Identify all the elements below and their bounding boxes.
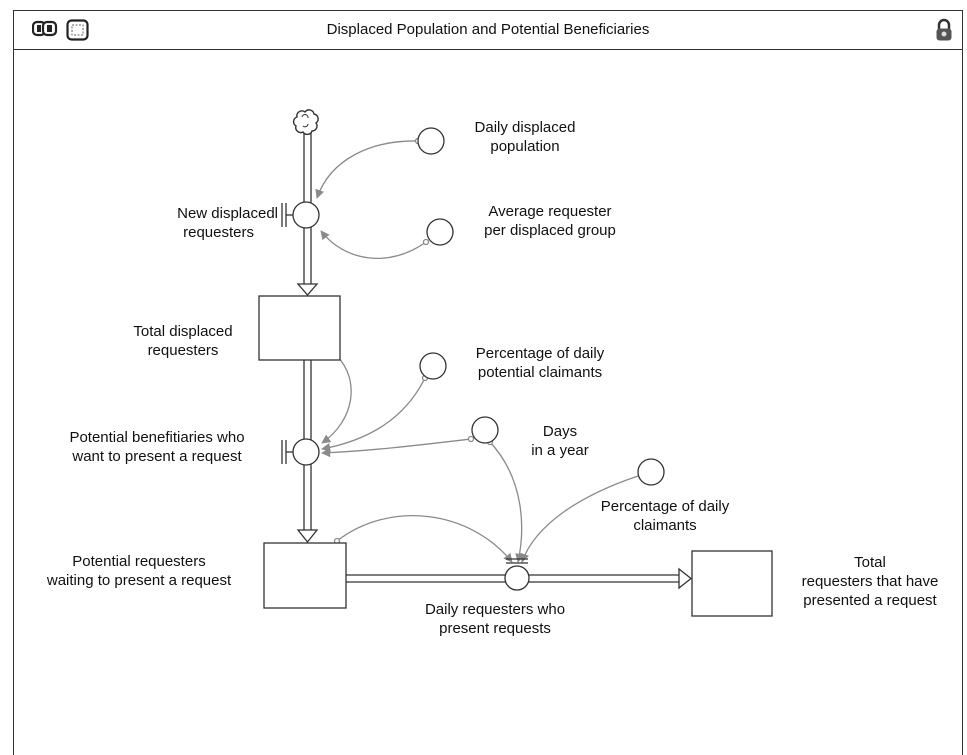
label-line: waiting to present a request <box>46 572 232 589</box>
label-percentage-daily-claimants: Percentage of daily claimants <box>570 497 760 535</box>
label-line: Total <box>854 554 886 571</box>
converter-percentage-potential[interactable] <box>419 352 447 380</box>
label-line: Average requester <box>488 203 612 220</box>
label-potential-requesters-waiting: Potential requesters waiting to present … <box>15 552 263 590</box>
label-total-displaced-requesters: Total displaced requesters <box>113 322 253 360</box>
connector-percentage-potential-to-potential <box>321 377 426 452</box>
label-line: Daily displaced <box>474 119 576 136</box>
label-average-requester: Average requester per displaced group <box>455 202 645 240</box>
label-percentage-potential-claimants: Percentage of daily potential claimants <box>445 344 635 382</box>
connector-total-displaced-to-potential <box>321 355 352 444</box>
converter-percentage-claimants[interactable] <box>637 458 665 486</box>
label-line: present requests <box>439 620 551 637</box>
label-line: Percentage of daily <box>475 345 605 362</box>
flow-valve-daily-requesters[interactable] <box>504 558 530 591</box>
label-line: Percentage of daily <box>600 498 730 515</box>
label-total-requesters-presented: Total requesters that have presented a r… <box>775 553 965 610</box>
window-title: Displaced Population and Potential Benef… <box>326 21 650 38</box>
label-daily-displaced-population: Daily displaced population <box>430 118 620 156</box>
label-daily-requesters: Daily requesters who present requests <box>395 600 595 638</box>
title-bar: Displaced Population and Potential Benef… <box>14 11 962 50</box>
label-line: Potential requesters <box>72 553 206 570</box>
label-line: want to present a request <box>72 448 242 465</box>
label-line: Total displaced <box>133 323 233 340</box>
label-line: Daily requesters who <box>424 601 566 618</box>
connector-days-to-daily-requesters <box>489 441 525 563</box>
label-line: requesters <box>183 224 254 241</box>
label-line: claimants <box>633 517 697 534</box>
flow-valve-new-displaced[interactable] <box>281 201 320 229</box>
label-line: Potential benefitiaries who <box>69 429 245 446</box>
label-line: requesters <box>147 342 219 359</box>
label-potential-beneficiaries: Potential benefitiaries who want to pres… <box>40 428 274 466</box>
stock-potential-requesters-waiting[interactable] <box>263 542 347 609</box>
connector-days-to-potential <box>321 438 472 458</box>
padlock-icon[interactable] <box>935 18 953 47</box>
label-line: requesters that have <box>801 573 939 590</box>
connector-average-to-new <box>320 230 427 259</box>
connector-percentage-claimants-to-daily-requesters <box>520 474 642 563</box>
connector-potential-waiting-to-daily-requesters <box>336 515 513 563</box>
flow-valve-potential-beneficiaries[interactable] <box>281 438 320 466</box>
label-days-in-year: Days in a year <box>510 422 610 460</box>
converter-days-in-year[interactable] <box>471 416 499 444</box>
converter-average-requester[interactable] <box>426 218 454 246</box>
cloud-source-icon <box>292 109 319 136</box>
label-line: presented a request <box>803 592 937 609</box>
label-line: potential claimants <box>477 364 603 381</box>
connector-daily-displaced-to-new <box>315 140 419 199</box>
label-new-displaced-requesters: New displacedl requesters <box>128 204 278 242</box>
map-view-icon[interactable] <box>66 19 90 46</box>
model-view-toggle-icon[interactable] <box>31 19 58 44</box>
label-line: population <box>490 138 560 155</box>
label-line: New displacedl <box>177 205 278 222</box>
model-window: Displaced Population and Potential Benef… <box>13 10 963 755</box>
stock-total-requesters-presented[interactable] <box>691 550 773 617</box>
label-line: per displaced group <box>484 222 616 239</box>
stock-total-displaced-requesters[interactable] <box>258 295 341 361</box>
label-line: Days <box>542 423 578 440</box>
label-line: in a year <box>531 442 589 459</box>
converter-daily-displaced-population[interactable] <box>417 127 445 155</box>
